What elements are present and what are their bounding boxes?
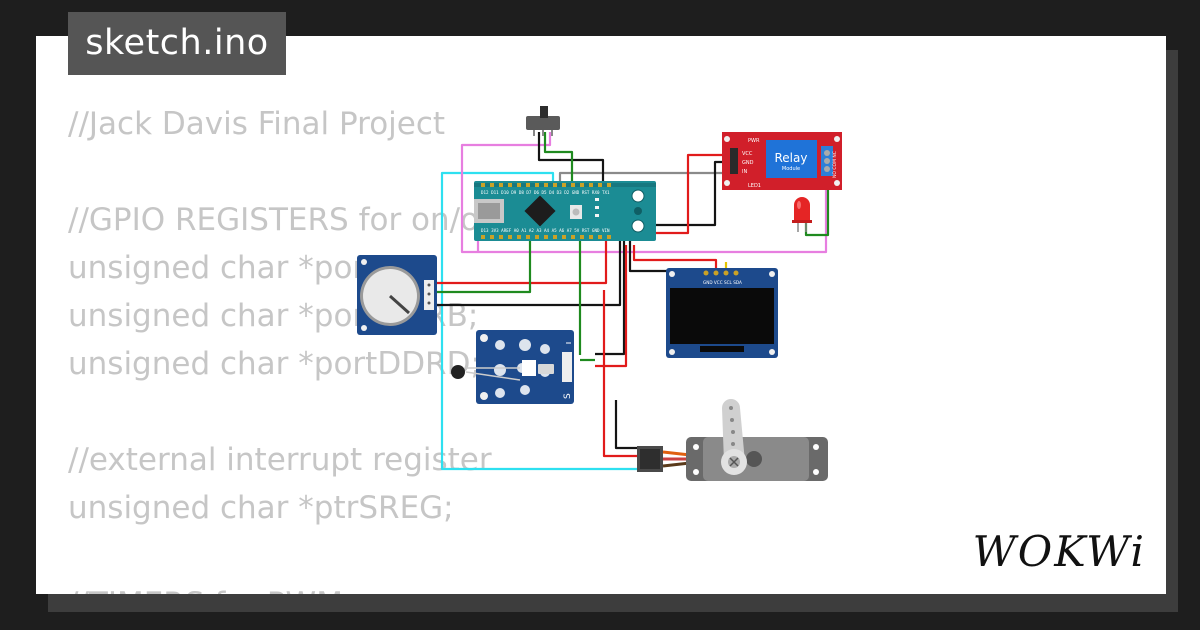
oled-display[interactable]: GND VCC SCL SDA: [666, 268, 778, 358]
code-preview: //Jack Davis Final Project//GPIO REGISTE…: [68, 100, 656, 594]
relay-title: Relay: [775, 151, 808, 165]
relay-pin-gnd: GND: [742, 160, 754, 166]
relay-pin-vcc: VCC: [742, 151, 753, 157]
relay-pin-in: IN: [742, 169, 747, 175]
wire-red: [602, 290, 640, 458]
nano-pin-labels-top: D12 D11 D10 D9 D8 D7 D6 D5 D4 D3 D2 GND …: [481, 190, 610, 195]
nano-pin-labels-bottom: D13 3V3 AREF A0 A1 A2 A3 A4 A5 A6 A7 5V …: [481, 228, 610, 233]
code-line: //Jack Davis Final Project: [68, 106, 446, 142]
wire-green: [543, 132, 574, 182]
relay-label-led1: LED1: [748, 183, 761, 189]
oled-screen: [670, 288, 774, 344]
wokwi-logo: WOKWi: [973, 527, 1146, 576]
code-line: //TIMERS for PWM: [68, 580, 656, 594]
wire-black: [614, 400, 640, 450]
pot-knob-indicator: [388, 294, 411, 315]
relay-terminal-labels: NO COM NC: [832, 151, 838, 178]
wires: [432, 132, 830, 471]
code-line: unsigned char *ptrSREG;: [68, 490, 454, 526]
file-name-tab[interactable]: sketch.ino: [68, 12, 286, 75]
potentiometer[interactable]: [357, 255, 437, 335]
thermistor-bead: [451, 365, 465, 379]
wire-green: [432, 240, 532, 294]
nano-header-top: [481, 183, 611, 187]
relay-module[interactable]: VCC GND IN PWR LED1 Relay Module NO COM …: [722, 132, 842, 190]
nano-leds: [595, 198, 599, 217]
slide-switch[interactable]: [526, 106, 560, 136]
wire-black: [628, 240, 706, 273]
relay-header: [730, 148, 738, 174]
nano-header-bottom: [481, 235, 611, 239]
oled-pin-labels: GND VCC SCL SDA: [703, 280, 742, 285]
relay-subtitle: Module: [782, 166, 800, 172]
wire-red: [595, 245, 628, 368]
project-card[interactable]: //Jack Davis Final Project//GPIO REGISTE…: [36, 36, 1166, 594]
relay-cube: [766, 140, 817, 178]
servo-motor[interactable]: [637, 399, 828, 481]
arduino-nano[interactable]: D12 D11 D10 D9 D8 D7 D6 D5 D4 D3 D2 GND …: [474, 181, 656, 241]
code-line: //external interrupt register: [68, 442, 492, 478]
wire-red: [432, 240, 608, 285]
wire-black: [432, 240, 622, 307]
ntc-temperature-sensor[interactable]: S: [451, 330, 574, 404]
wire-red: [632, 245, 718, 271]
wire-cyan: [440, 171, 640, 471]
wire-gray: [558, 171, 728, 182]
code-line: unsigned char *portDDRD;: [68, 346, 481, 382]
red-led[interactable]: [792, 197, 812, 232]
relay-label-pwr: PWR: [748, 138, 760, 144]
wire-pink: [460, 132, 828, 254]
svg-text:S: S: [563, 393, 573, 399]
